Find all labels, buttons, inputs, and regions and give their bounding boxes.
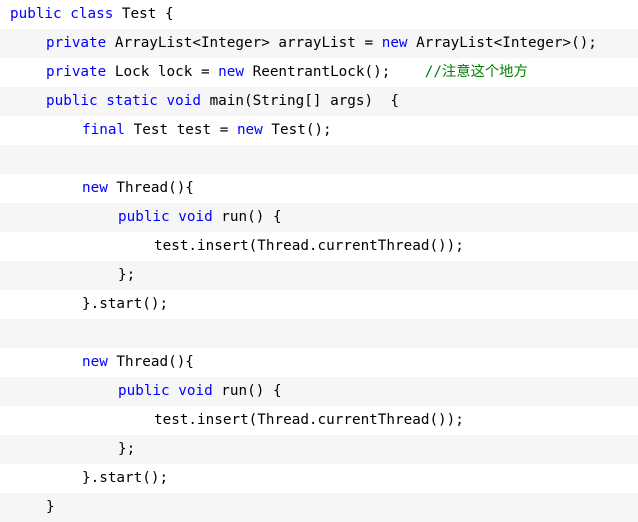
code-text: test.insert(Thread.currentThread());	[154, 412, 464, 428]
code-text: run() {	[212, 383, 282, 399]
code-text: Thread(){	[107, 180, 194, 196]
code-keyword: public	[118, 383, 170, 399]
code-keyword: public	[46, 93, 98, 109]
code-text: test.insert(Thread.currentThread());	[154, 238, 464, 254]
code-line: };	[0, 435, 638, 464]
code-keyword: final	[82, 122, 126, 138]
code-text: run() {	[212, 209, 282, 225]
code-text: main(String[] args) {	[200, 93, 399, 109]
code-line: }.start();	[0, 464, 638, 493]
code-keyword: new	[82, 180, 108, 196]
code-text	[170, 209, 179, 225]
code-text: };	[118, 267, 136, 283]
code-keyword: new	[236, 122, 263, 138]
code-keyword: void	[166, 93, 201, 109]
code-line: final Test test = new Test();	[0, 116, 638, 145]
code-text	[158, 93, 167, 109]
code-text: Thread(){	[107, 354, 194, 370]
code-keyword: new	[381, 35, 408, 51]
code-keyword: void	[178, 209, 213, 225]
code-keyword: new	[82, 354, 108, 370]
code-line	[0, 145, 638, 174]
code-keyword: public	[118, 209, 170, 225]
code-text: }.start();	[82, 470, 169, 486]
code-text: ArrayList<Integer>();	[407, 35, 597, 51]
code-line: public static void main(String[] args) {	[0, 87, 638, 116]
code-text: Test test =	[125, 122, 237, 138]
code-line: private Lock lock = new ReentrantLock();…	[0, 58, 638, 87]
code-line: new Thread(){	[0, 174, 638, 203]
code-line: private ArrayList<Integer> arrayList = n…	[0, 29, 638, 58]
code-text	[170, 383, 179, 399]
code-text	[98, 93, 107, 109]
code-keyword: class	[70, 6, 114, 22]
code-line: }.start();	[0, 290, 638, 319]
code-text: }.start();	[82, 296, 169, 312]
code-comment: //注意这个地方	[424, 64, 528, 80]
code-text	[62, 6, 71, 22]
code-line: new Thread(){	[0, 348, 638, 377]
code-keyword: void	[178, 383, 213, 399]
code-line: public void run() {	[0, 377, 638, 406]
code-line: public class Test {	[0, 0, 638, 29]
code-text: ReentrantLock();	[244, 64, 425, 80]
code-keyword: private	[46, 64, 107, 80]
code-line: test.insert(Thread.currentThread());	[0, 232, 638, 261]
code-line	[0, 319, 638, 348]
code-text: };	[118, 441, 136, 457]
code-keyword: private	[46, 35, 107, 51]
code-line: public void run() {	[0, 203, 638, 232]
code-line: };	[0, 261, 638, 290]
code-line: }	[0, 493, 638, 522]
code-text: Test {	[113, 6, 174, 22]
code-keyword: static	[106, 93, 158, 109]
code-text: Test();	[262, 122, 332, 138]
code-text: }	[46, 499, 55, 515]
code-keyword: public	[10, 6, 62, 22]
code-text: Lock lock =	[106, 64, 219, 80]
code-keyword: new	[218, 64, 244, 80]
code-line: test.insert(Thread.currentThread());	[0, 406, 638, 435]
code-text: ArrayList<Integer> arrayList =	[106, 35, 382, 51]
